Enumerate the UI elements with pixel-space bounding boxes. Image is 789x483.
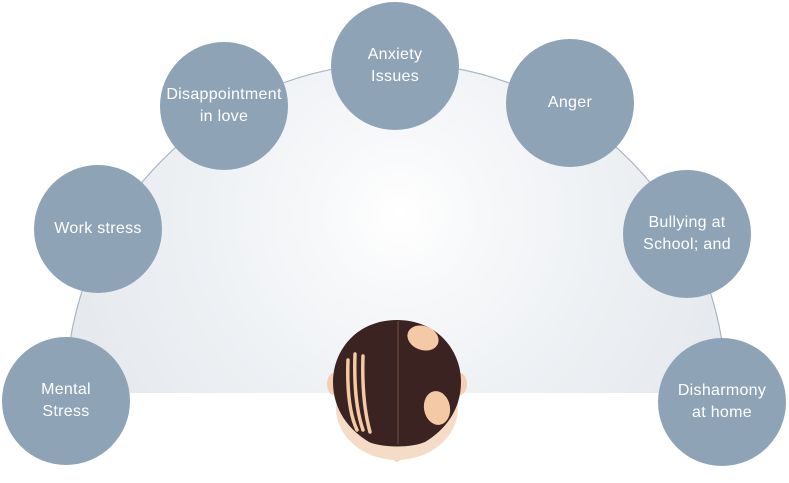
node-label: Mental Stress	[41, 381, 91, 420]
node-label: Anger	[547, 94, 593, 111]
node-label: Disharmony at home	[677, 382, 767, 421]
node-disappointment-in-love: Disappointment in love	[160, 42, 288, 170]
node-work-stress: Work stress	[34, 165, 162, 293]
node-label: Bullying at School; and	[643, 214, 731, 253]
node-anxiety-issues: Anxiety Issues	[331, 2, 459, 130]
node-mental-stress: Mental Stress	[2, 337, 130, 465]
node-label: Disappointment in love	[166, 86, 282, 125]
node-bullying-at-school: Bullying at School; and	[623, 170, 751, 298]
node-anger: Anger	[506, 39, 634, 167]
balding-head-top-view-icon	[327, 320, 467, 462]
node-disharmony-at-home: Disharmony at home	[658, 338, 786, 466]
node-label: Work stress	[54, 220, 142, 237]
node-label: Anxiety Issues	[367, 46, 423, 85]
